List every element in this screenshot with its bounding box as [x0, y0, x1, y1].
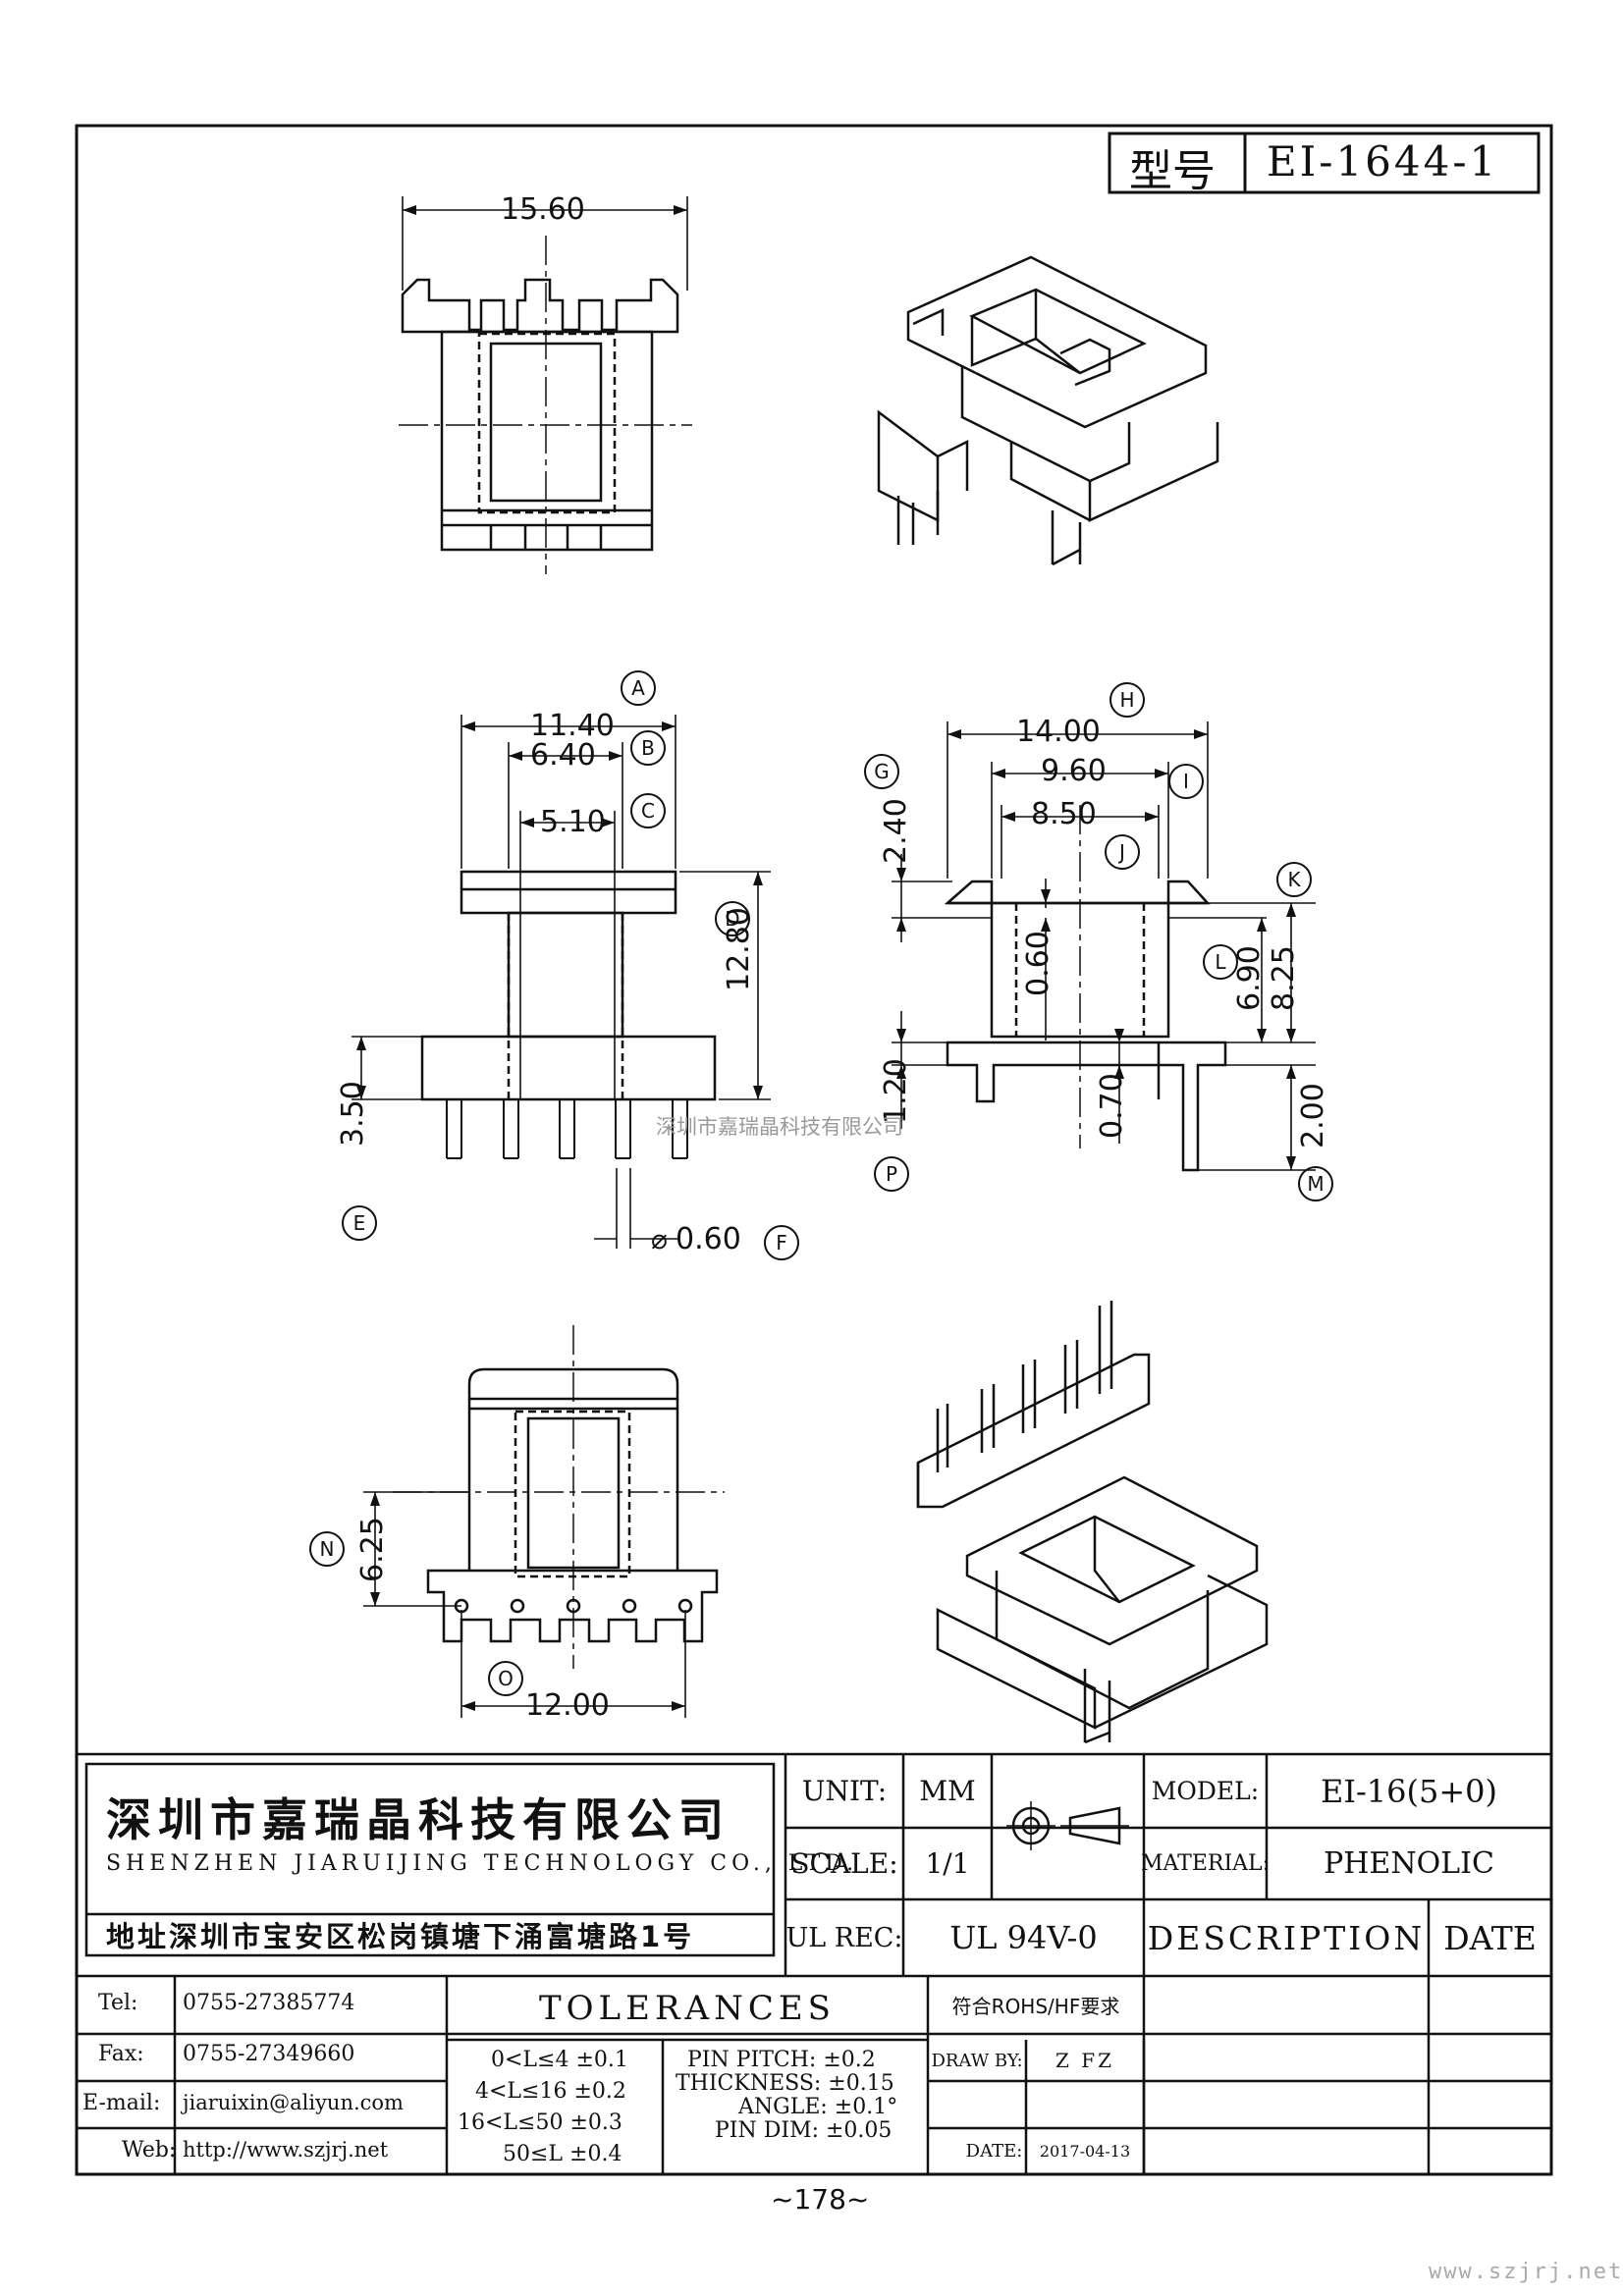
label-e: E — [342, 1205, 377, 1241]
material-value: PHENOLIC — [1324, 1846, 1494, 1881]
web-label: Web: — [122, 2138, 177, 2163]
model-spec-value: EI-16(5+0) — [1320, 1772, 1498, 1810]
label-i: I — [1168, 764, 1204, 799]
label-p: P — [874, 1156, 909, 1192]
title-block-grid — [77, 1752, 1551, 2174]
company-address: 地址深圳市宝安区松岗镇塘下涌富塘路1号 — [106, 1920, 695, 1953]
top-view — [399, 196, 692, 574]
label-d: D — [715, 901, 750, 936]
company-name-cn: 深圳市嘉瑞晶科技有限公司 — [106, 1793, 730, 1846]
side-view — [892, 721, 1316, 1172]
projection-symbol-icon — [1006, 1801, 1129, 1850]
dim-top-width: 15.60 — [501, 192, 585, 227]
dim-b: 6.40 — [530, 738, 596, 773]
label-l: L — [1203, 944, 1238, 980]
dim-i: 9.60 — [1041, 754, 1107, 788]
draw-by-label: DRAW BY: — [931, 2050, 1023, 2071]
unit-label: UNIT: — [801, 1775, 888, 1807]
label-n: N — [309, 1531, 345, 1567]
label-j: J — [1105, 834, 1140, 870]
description-label: DESCRIPTION — [1147, 1918, 1426, 1957]
ul-label: UL REC: — [785, 1922, 903, 1953]
diameter-symbol: ⌀ — [651, 1223, 668, 1255]
date-value: 2017-04-13 — [1039, 2142, 1131, 2161]
label-a: A — [621, 670, 656, 706]
bottom-view — [363, 1325, 725, 1718]
pin-tolerance-2: THICKNESS: ±0.15 — [676, 2071, 894, 2096]
dim-070: 0.70 — [1095, 1073, 1129, 1139]
watermark-text: 深圳市嘉瑞晶科技有限公司 — [656, 1115, 903, 1139]
tolerance-row-4: 50≤L ±0.4 — [503, 2142, 622, 2166]
ul-value: UL 94V-0 — [949, 1919, 1098, 1956]
dim-f: 0.60 — [676, 1222, 741, 1256]
model-spec-label: MODEL: — [1151, 1777, 1260, 1805]
pin-tolerance-4: PIN DIM: ±0.05 — [715, 2118, 893, 2143]
draw-by-value: Z FZ — [1055, 2049, 1115, 2072]
fax-label: Fax: — [98, 2042, 144, 2066]
dim-g: 2.40 — [879, 798, 913, 864]
tolerance-row-2: 4<L≤16 ±0.2 — [475, 2079, 626, 2104]
model-code-box — [1108, 132, 1541, 194]
pin-tolerance-1: PIN PITCH: ±0.2 — [687, 2048, 876, 2072]
unit-value: MM — [919, 1775, 976, 1807]
tolerance-row-3: 16<L≤50 ±0.3 — [458, 2110, 622, 2135]
model-label: 型号 — [1129, 146, 1216, 196]
company-name-en: SHENZHEN JIARUIJING TECHNOLOGY CO., LTD. — [106, 1851, 859, 1876]
model-code: EI-1644-1 — [1267, 137, 1499, 186]
label-m: M — [1298, 1166, 1333, 1201]
scale-value: 1/1 — [925, 1847, 970, 1880]
dim-m: 2.00 — [1296, 1083, 1330, 1148]
label-k: K — [1276, 862, 1312, 897]
sheet-border — [75, 124, 1553, 2176]
tel-label: Tel: — [98, 1991, 138, 2015]
fax-value: 0755-27349660 — [183, 2042, 355, 2066]
material-label: MATERIAL: — [1140, 1851, 1271, 1876]
compliance-note: 符合ROHS/HF要求 — [951, 1995, 1120, 2018]
label-f: F — [764, 1225, 799, 1260]
date-header-label: DATE — [1443, 1918, 1537, 1957]
tolerance-row-1: 0<L≤4 ±0.1 — [491, 2048, 628, 2072]
date-label: DATE: — [965, 2141, 1023, 2162]
dim-l: 6.90 — [1232, 945, 1267, 1011]
label-g: G — [864, 754, 899, 789]
iso-view-2 — [916, 1301, 1269, 1744]
dim-j: 8.50 — [1031, 797, 1097, 831]
email-label: E-mail: — [82, 2091, 161, 2115]
dim-a: 11.40 — [530, 709, 615, 743]
email-value[interactable]: jiaruixin@aliyun.com — [183, 2091, 404, 2114]
dim-o: 12.00 — [525, 1688, 610, 1723]
pin-tolerance-3: ANGLE: ±0.1° — [738, 2095, 898, 2119]
web-value[interactable]: http://www.szjrj.net — [183, 2138, 389, 2162]
dim-c: 5.10 — [540, 805, 606, 839]
scale-label: SCALE: — [790, 1847, 898, 1880]
dim-e: 3.50 — [336, 1081, 370, 1147]
label-h: H — [1109, 682, 1145, 718]
tolerances-title: TOLERANCES — [539, 1988, 836, 2028]
page-number: ~178~ — [771, 2183, 870, 2216]
front-view — [352, 715, 771, 1249]
iso-view-1 — [877, 255, 1219, 566]
footer-url[interactable]: www.szjrj.net — [1429, 2260, 1623, 2284]
dim-k: 8.25 — [1267, 945, 1301, 1011]
dim-h: 14.00 — [1016, 715, 1101, 749]
label-b: B — [630, 730, 666, 766]
label-o: O — [488, 1661, 523, 1696]
tel-value: 0755-27385774 — [183, 1991, 355, 2015]
dim-n: 6.25 — [355, 1517, 390, 1582]
dim-060: 0.60 — [1021, 931, 1055, 996]
label-c: C — [630, 793, 666, 828]
